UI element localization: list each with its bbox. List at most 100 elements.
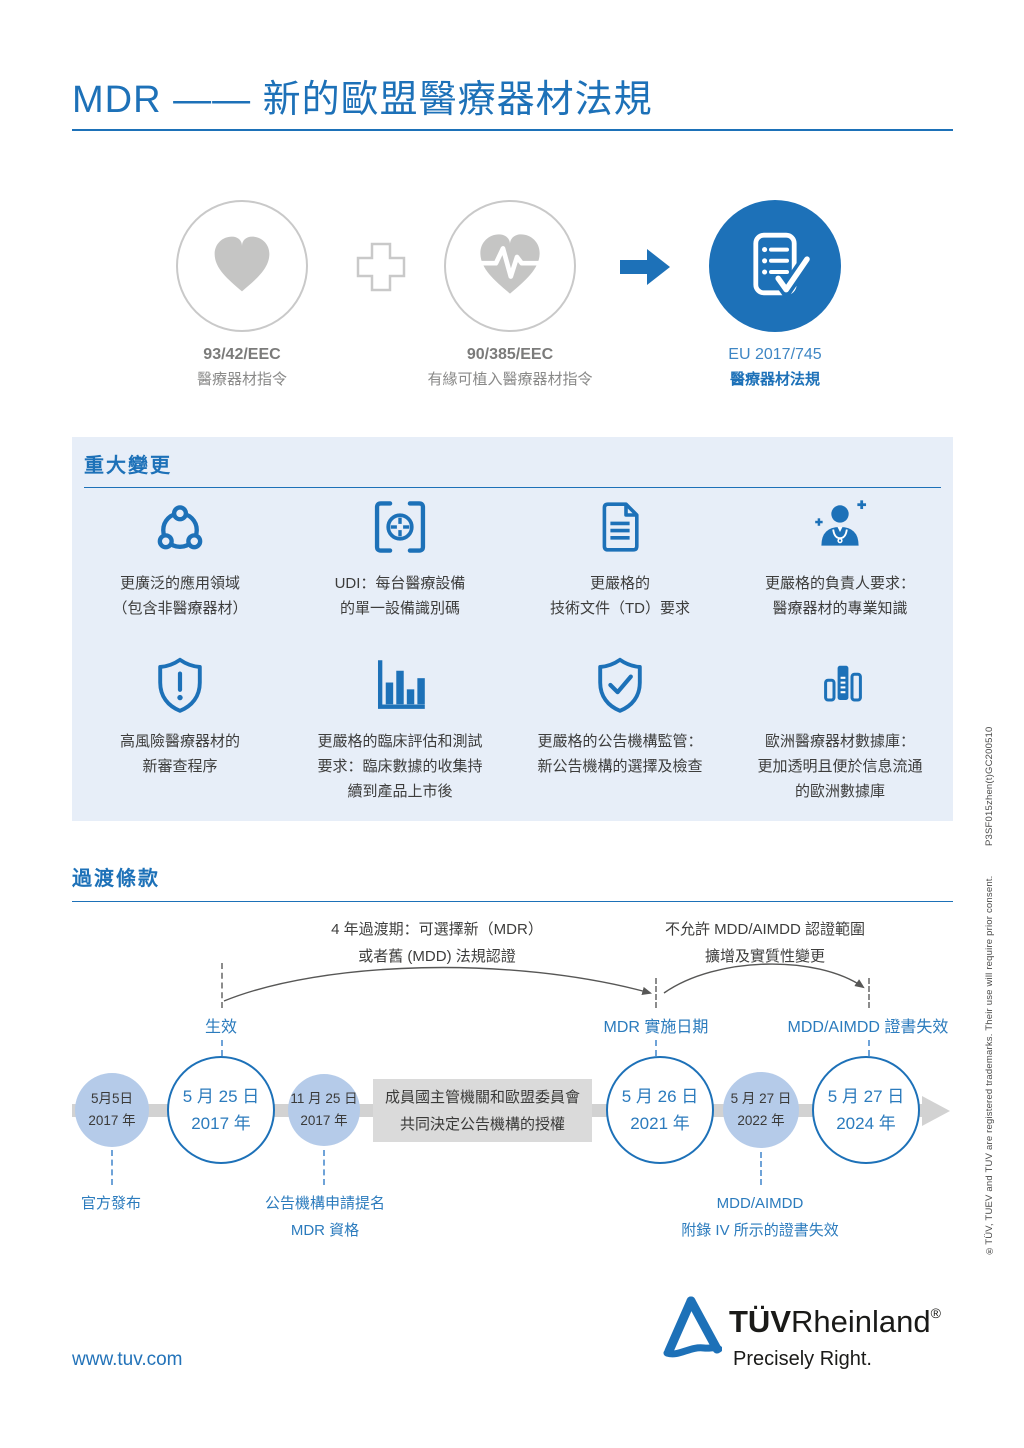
database-icon — [810, 654, 870, 721]
footnote-line: 官方發布 — [80, 1195, 141, 1212]
footnote-line: MDD/AIMDD — [716, 1195, 804, 1212]
change-caption: UDI：每台醫療設備 的單一設備識別碼 — [292, 571, 508, 621]
transition-annotation-right: 不允許 MDD/AIMDD 認證範圍 擴增及實質性變更 — [615, 916, 915, 970]
annotation-line: 或者舊 (MDD) 法規認證 — [358, 948, 516, 965]
caption-line: 續到產品上市後 — [347, 783, 453, 800]
document-icon — [590, 496, 650, 563]
node-date: 5 月 26 日 — [621, 1087, 699, 1106]
dashed-guide — [868, 978, 870, 1008]
arrow-right-icon — [620, 247, 672, 292]
node-year: 2022 年 — [737, 1113, 785, 1128]
gray-box-line: 共同決定公告機構的授權 — [399, 1115, 565, 1133]
caption-line: 要求：臨床數據的收集持 — [317, 758, 483, 775]
node-date: 11 月 25 日 — [290, 1091, 358, 1106]
caption-line: 高風險醫療器材的 — [119, 733, 240, 750]
timeline-node-2017-05-25: 5 月 25 日 2017 年 — [167, 1056, 275, 1164]
regulation-label: EU 2017/745 醫療器材法規 — [665, 342, 885, 392]
trademark-side-note: ®TÜV, TUEV and TUV are registered tradem… — [984, 726, 1000, 1256]
shield-check-icon — [590, 653, 650, 722]
logo-tagline: Precisely Right. — [733, 1348, 872, 1370]
website-link[interactable]: www.tuv.com — [72, 1349, 183, 1370]
dashed-guide — [221, 1040, 223, 1056]
transition-divider — [72, 901, 953, 902]
tuv-rheinland-logo-icon — [660, 1296, 723, 1369]
tuv-rheinland-wordmark: TÜVRheinland® — [729, 1304, 941, 1340]
directive-name: 醫療器材指令 — [196, 371, 287, 388]
directive-90-385-label: 90/385/EEC 有緣可植入醫療器材指令 — [380, 342, 640, 392]
milestone-label-effective: 生效 — [204, 1019, 237, 1036]
caption-line: 更嚴格的 — [589, 575, 650, 592]
caption-line: 醫療器材的專業知識 — [772, 600, 908, 617]
caption-line: 的單一設備識別碼 — [339, 600, 460, 617]
node-date: 5 月 25 日 — [182, 1087, 260, 1106]
caption-line: 的歐洲數據庫 — [794, 783, 885, 800]
node-date: 5 月 27 日 — [827, 1087, 905, 1106]
directive-93-42-circle — [176, 200, 308, 332]
annotation-line: 4 年過渡期：可選擇新（MDR） — [331, 921, 543, 938]
caption-line: 更廣泛的應用領域 — [119, 575, 240, 592]
network-icon — [149, 496, 211, 563]
node-year: 2017 年 — [191, 1114, 251, 1133]
change-item-eudamed — [732, 655, 948, 719]
node-year: 2021 年 — [630, 1114, 690, 1133]
title-divider — [72, 129, 953, 131]
dashed-guide — [323, 1150, 325, 1185]
logo-tuv: TÜV — [729, 1304, 791, 1339]
checklist-icon — [735, 224, 815, 309]
change-item-td — [512, 497, 728, 561]
change-item-notified-body — [512, 655, 728, 719]
registered-mark: ® — [930, 1305, 941, 1321]
change-caption: 高風險醫療器材的 新審查程序 — [72, 729, 288, 779]
directive-code: 90/385/EEC — [466, 346, 554, 363]
change-item-highrisk — [72, 655, 288, 719]
major-changes-heading: 重大變更 — [84, 455, 172, 477]
change-caption: 更嚴格的公告機構監管： 新公告機構的選擇及檢查 — [512, 729, 728, 779]
timeline-footnote-annex-iv: MDD/AIMDD 附錄 IV 所示的證書失效 — [650, 1190, 870, 1244]
timeline-node-2017-11-25: 11 月 25 日 2017 年 — [288, 1074, 360, 1146]
directive-90-385-circle — [444, 200, 576, 332]
change-item-expert — [732, 497, 948, 561]
major-changes-panel — [72, 437, 953, 821]
dashed-guide — [221, 963, 223, 1008]
change-caption: 更嚴格的 技術文件（TD）要求 — [512, 571, 728, 621]
regulation-circle — [709, 200, 841, 332]
page-title: MDR —— 新的歐盟醫療器材法規 — [72, 79, 653, 121]
caption-line: （包含非醫療器材） — [112, 600, 248, 617]
major-changes-divider — [84, 487, 941, 488]
node-year: 2017 年 — [88, 1113, 136, 1128]
heart-pulse-icon — [471, 225, 549, 308]
timeline-node-2022-05-27: 5 月 27 日 2022 年 — [723, 1072, 799, 1148]
trademark-text: ®TÜV, TUEV and TUV are registered tradem… — [984, 875, 995, 1256]
timeline-node-2021-05-26: 5 月 26 日 2021 年 — [606, 1056, 714, 1164]
transition-arc-arrows — [72, 953, 953, 1020]
dashed-guide — [868, 1040, 870, 1056]
dashed-guide — [111, 1150, 113, 1185]
gray-box-line: 成員國主管機關和歐盟委員會 — [384, 1088, 580, 1106]
annotation-line: 不允許 MDD/AIMDD 認證範圍 — [665, 921, 865, 938]
directive-code: 93/42/EEC — [203, 346, 281, 363]
timeline-node-2024-05-27: 5 月 27 日 2024 年 — [812, 1056, 920, 1164]
logo-rheinland: Rheinland — [791, 1304, 931, 1339]
caption-line: 更加透明且便於信息流通 — [757, 758, 923, 775]
udi-scan-icon — [369, 496, 431, 563]
expert-icon — [808, 496, 872, 563]
milestone-label-certificates-expire: MDD/AIMDD 證書失效 — [787, 1019, 949, 1036]
footnote-line: MDR 資格 — [290, 1222, 360, 1239]
footnote-line: 附錄 IV 所示的證書失效 — [681, 1222, 839, 1239]
caption-line: 更嚴格的公告機構監管： — [537, 733, 703, 750]
heart-icon — [206, 228, 278, 305]
transition-heading: 過渡條款 — [72, 868, 160, 890]
timeline-gray-box: 成員國主管機關和歐盟委員會 共同決定公告機構的授權 — [373, 1079, 592, 1142]
caption-line: 新審查程序 — [142, 758, 218, 775]
dashed-guide — [760, 1152, 762, 1185]
transition-annotation-left: 4 年過渡期：可選擇新（MDR） 或者舊 (MDD) 法規認證 — [287, 916, 587, 970]
footnote-line: 公告機構申請提名 — [264, 1195, 385, 1212]
dashed-guide — [655, 1040, 657, 1056]
change-item-udi — [292, 497, 508, 561]
timeline-footnote-official-release: 官方發布 — [61, 1190, 161, 1217]
caption-line: 更嚴格的負責人要求： — [764, 575, 915, 592]
regulation-code: EU 2017/745 — [728, 346, 822, 363]
node-year: 2017 年 — [300, 1113, 348, 1128]
change-item-clinical — [292, 655, 508, 719]
